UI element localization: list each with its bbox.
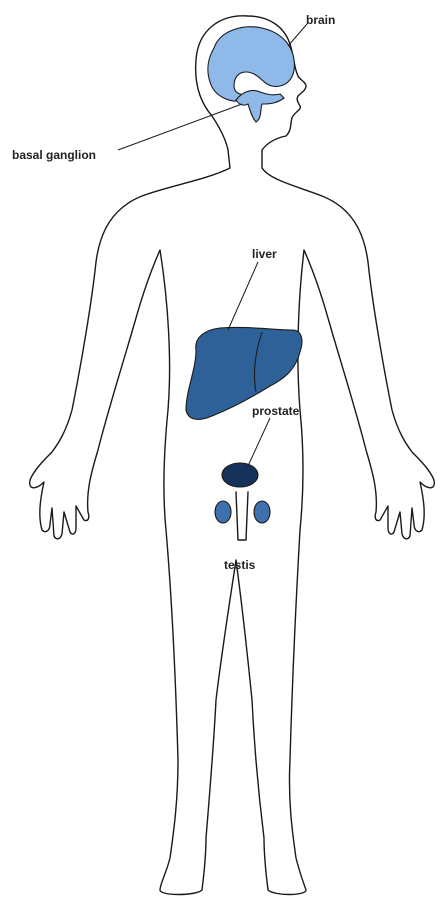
label-basal-ganglion: basal ganglion bbox=[12, 148, 96, 162]
basal-ganglion-leader bbox=[118, 104, 242, 150]
right-testis-shape bbox=[254, 501, 270, 523]
brain-shape bbox=[208, 27, 294, 101]
prostate-shape bbox=[222, 463, 258, 487]
prostate-leader bbox=[248, 418, 270, 466]
label-liver: liver bbox=[252, 247, 277, 261]
label-brain: brain bbox=[306, 13, 335, 27]
left-testis-shape bbox=[215, 501, 231, 523]
label-prostate: prostate bbox=[252, 404, 300, 418]
label-testis: testis bbox=[224, 558, 256, 572]
genital-shaft-outline bbox=[236, 492, 248, 540]
brain-stem-shape bbox=[236, 90, 284, 122]
brain-leader bbox=[288, 24, 307, 46]
liver-leader bbox=[228, 262, 258, 330]
